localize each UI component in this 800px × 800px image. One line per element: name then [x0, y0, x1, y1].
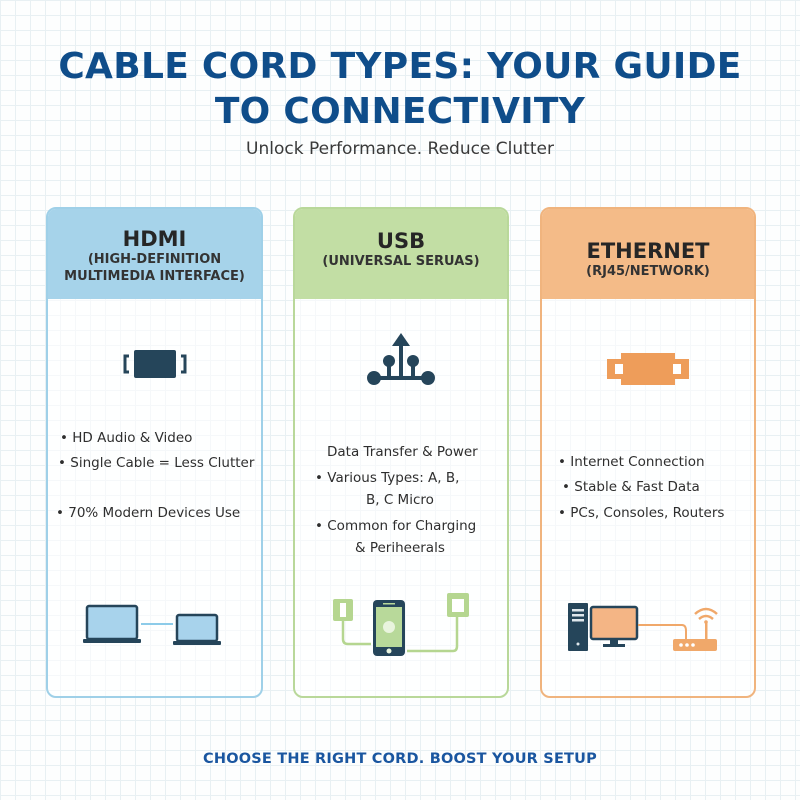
list-item: • PCs, Consoles, Routers	[558, 505, 725, 521]
page-title-line1: CABLE CORD TYPES: YOUR GUIDE	[58, 46, 742, 87]
card-hdmi: HDMI (HIGH-DEFINITION MULTIMEDIA INTERFA…	[46, 207, 263, 698]
page-subtitle: Unlock Performance. Reduce Clutter	[246, 139, 554, 159]
hdmi-connector-icon	[48, 349, 261, 379]
card-header-usb: USB (UNIVERSAL SERUAS)	[295, 209, 507, 299]
ethernet-connector-icon	[542, 352, 754, 386]
pc-to-router-icon	[542, 601, 754, 653]
card-usb: USB (UNIVERSAL SERUAS) Data Transfer & P…	[293, 207, 509, 698]
card-header-ethernet: ETHERNET (RJ45/NETWORK)	[542, 209, 754, 299]
list-item: • Common for Charging	[315, 518, 477, 534]
list-item: & Periheerals	[355, 540, 445, 556]
card-title: HDMI	[122, 227, 187, 251]
page-title-line2: TO CONNECTIVITY	[214, 91, 586, 132]
card-header-hdmi: HDMI (HIGH-DEFINITION MULTIMEDIA INTERFA…	[48, 209, 261, 299]
phone-charging-icon	[295, 591, 507, 657]
laptop-to-laptop-icon	[48, 604, 261, 648]
card-subtitle: (HIGH-DEFINITION	[87, 252, 222, 267]
list-item: B, C Micro	[366, 492, 434, 508]
list-item: • HD Audio & Video	[60, 430, 193, 446]
list-item: • 70% Modern Devices Use	[56, 505, 241, 521]
list-item: • Internet Connection	[558, 454, 705, 470]
page-title: CABLE CORD TYPES: YOUR GUIDE TO CONNECTI…	[0, 44, 800, 134]
footer-tagline: CHOOSE THE RIGHT CORD. BOOST YOUR SETUP	[203, 751, 597, 767]
card-ethernet: ETHERNET (RJ45/NETWORK) • Internet Conne…	[540, 207, 756, 698]
list-item: • Stable & Fast Data	[562, 479, 700, 495]
card-subtitle: (UNIVERSAL SERUAS)	[322, 253, 480, 269]
card-title: USB	[376, 228, 426, 253]
usb-trident-icon	[295, 331, 507, 387]
card-subtitle: MULTIMEDIA INTERFACE)	[64, 269, 245, 284]
card-title: ETHERNET	[586, 238, 710, 263]
card-subtitle: (RJ45/NETWORK)	[586, 263, 710, 279]
list-item: Data Transfer & Power	[327, 444, 478, 460]
list-item: • Various Types: A, B,	[315, 470, 460, 486]
list-item: • Single Cable = Less Clutter	[58, 455, 255, 471]
